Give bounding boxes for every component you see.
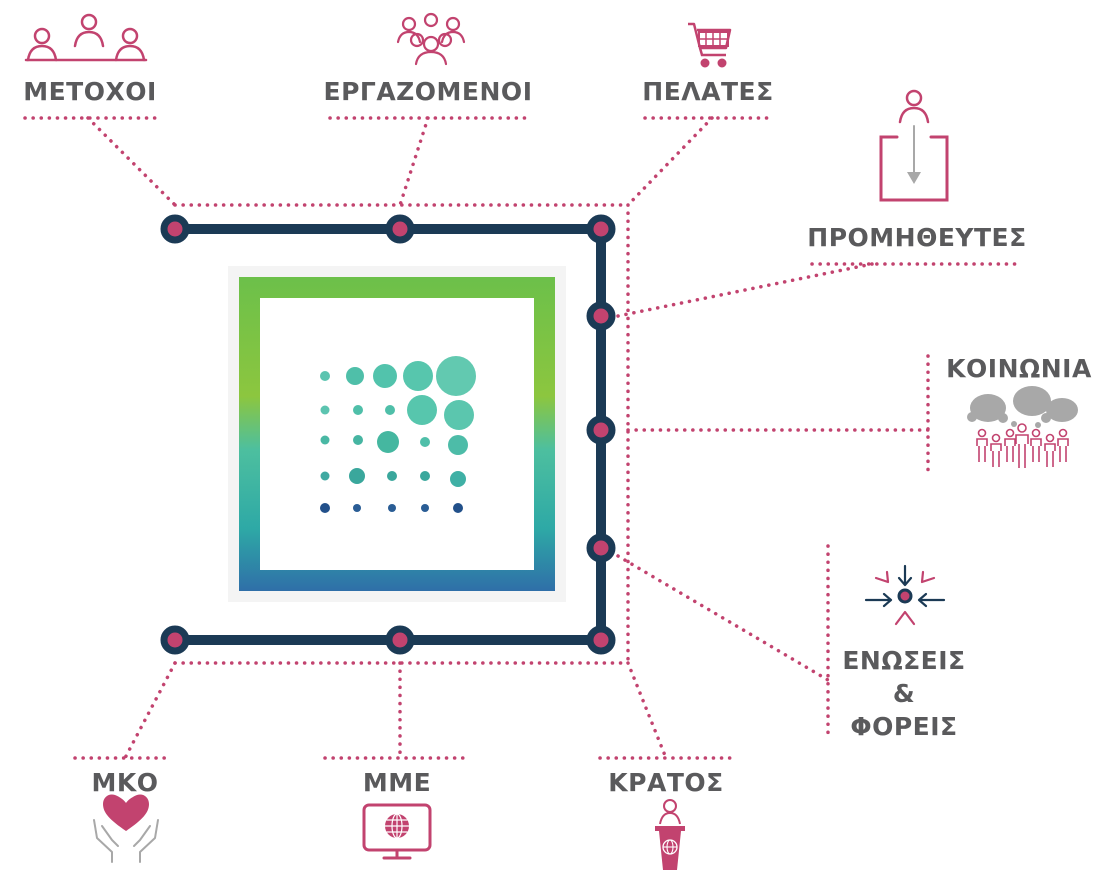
state-connector <box>626 661 668 760</box>
label-ngo: ΜΚΟ <box>91 768 159 797</box>
label-shareholders: ΜΕΤΟΧΟΙ <box>23 77 157 106</box>
shareholders-connector <box>86 116 177 207</box>
node-customers <box>586 214 616 244</box>
track-nodes <box>160 214 616 655</box>
label-unions-line2: & <box>892 679 916 708</box>
logo-inner <box>260 298 534 570</box>
label-customers: ΠΕΛΑΤΕΣ <box>642 77 774 106</box>
monitor-globe-icon <box>362 803 432 860</box>
crowd-speech-bubbles-icon <box>967 386 1078 468</box>
node-employees <box>385 214 415 244</box>
shopping-cart-icon <box>688 22 732 68</box>
three-people-icon <box>24 13 148 62</box>
node-society <box>586 415 616 445</box>
label-media: ΜΜΕ <box>362 768 432 797</box>
label-society: ΚΟΙΝΩΝΙΑ <box>946 354 1092 383</box>
node-ngo <box>160 625 190 655</box>
label-employees: ΕΡΓΑΖΟΜΕΝΟΙ <box>323 77 533 106</box>
label-unions-line1: ΕΝΩΣΕΙΣ <box>842 646 966 675</box>
heart-in-hands-icon <box>93 794 159 863</box>
node-unions <box>586 533 616 563</box>
customers-connector <box>626 116 714 207</box>
label-state: ΚΡΑΤΟΣ <box>608 768 724 797</box>
unions-connector <box>616 554 830 682</box>
node-shareholders <box>160 214 190 244</box>
employees-connector <box>398 116 430 207</box>
node-state <box>586 625 616 655</box>
node-suppliers <box>586 301 616 331</box>
converging-arrows-icon <box>864 564 946 626</box>
group-people-icon <box>396 12 466 66</box>
dot-matrix-logo-icon <box>320 356 476 513</box>
label-suppliers: ΠΡΟΜΗΘΕΥΤΕΣ <box>807 223 1027 252</box>
center-logo <box>228 266 566 602</box>
ngo-connector <box>123 661 177 760</box>
speaker-podium-icon <box>655 799 685 870</box>
suppliers-connector <box>616 262 874 318</box>
label-unions-line3: ΦΟΡΕΙΣ <box>850 712 958 741</box>
person-with-box-icon <box>879 89 949 202</box>
node-media <box>385 625 415 655</box>
